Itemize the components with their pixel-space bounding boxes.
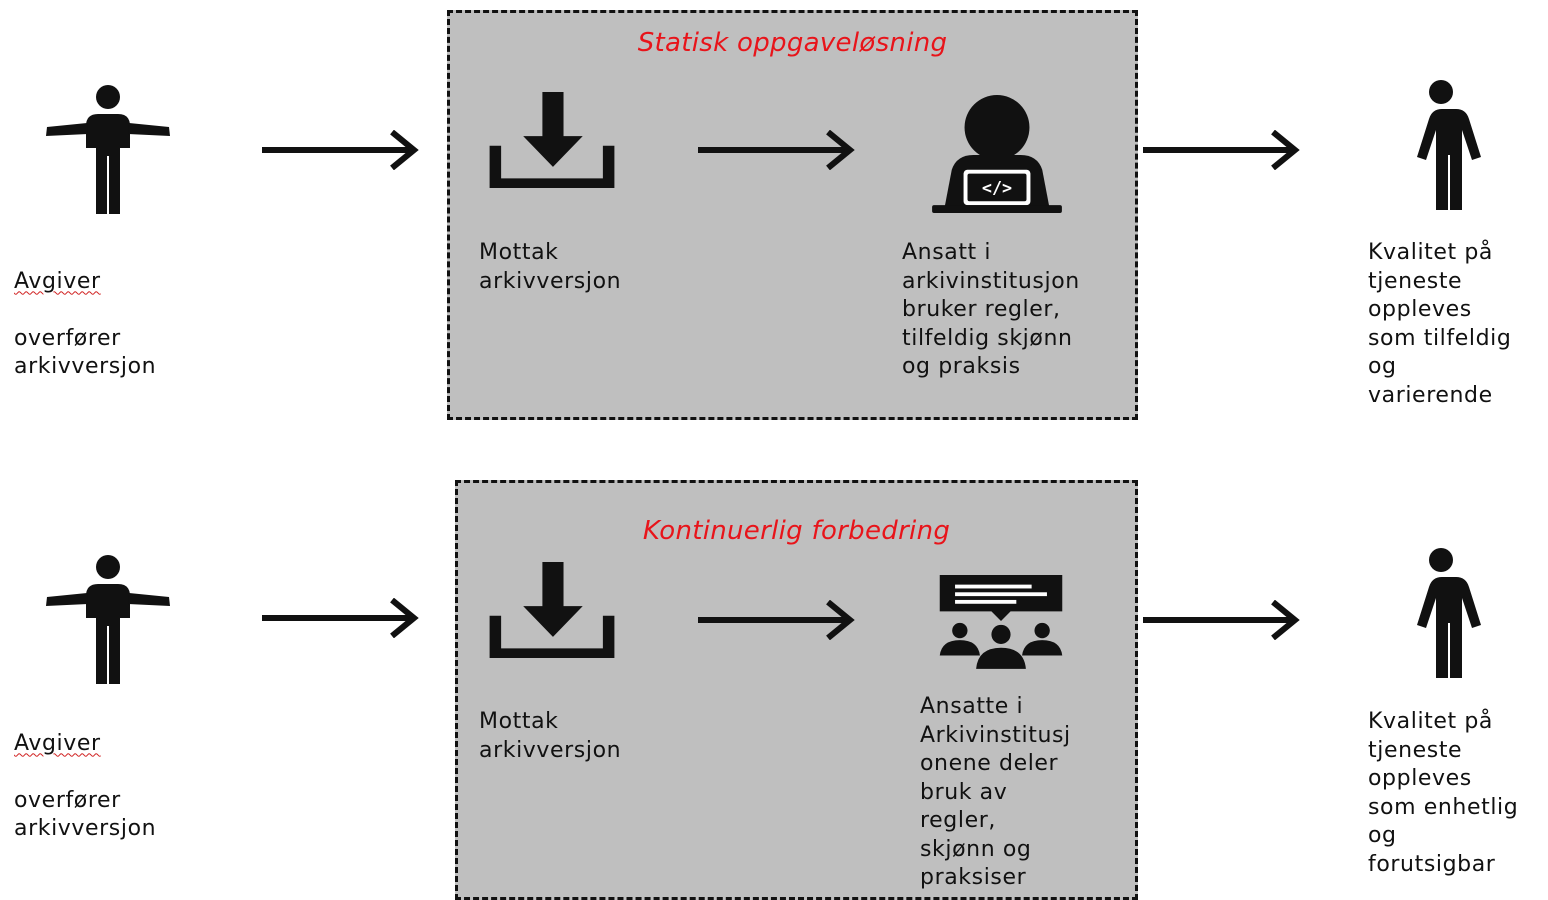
arrow-right-icon xyxy=(1143,130,1303,170)
arrow-right-icon xyxy=(1143,600,1303,640)
download-icon xyxy=(486,562,618,658)
download-icon xyxy=(486,92,618,188)
giver-first-word: Avgiver xyxy=(14,268,101,294)
giver-label: Avgiver overfører arkivversjon xyxy=(14,239,156,382)
staff-label: Ansatt i arkivinstitusjon bruker regler,… xyxy=(902,240,1080,379)
receive-label: Mottak arkivversjon xyxy=(479,709,622,763)
arrow-right-icon xyxy=(698,600,858,640)
panel-static-process: Statisk oppgaveløsning xyxy=(447,10,1138,420)
arrow-right-icon xyxy=(262,598,422,638)
developer-laptop-icon xyxy=(928,95,1066,213)
giver-label: Avgiver overfører arkivversjon xyxy=(14,701,156,844)
quality-label: Kvalitet på tjeneste oppleves som enhetl… xyxy=(1368,709,1519,877)
panel-title: Kontinuerlig forbedring xyxy=(642,516,951,546)
person-standing-icon xyxy=(1395,548,1495,678)
receive-label: Mottak arkivversjon xyxy=(479,240,622,294)
panel-title: Statisk oppgaveløsning xyxy=(637,28,948,58)
group-discussion-icon xyxy=(934,573,1068,669)
giver-first-word: Avgiver xyxy=(14,730,101,756)
person-standing-icon xyxy=(1395,80,1495,210)
quality-label: Kvalitet på tjeneste oppleves som tilfel… xyxy=(1368,240,1512,408)
arrow-right-icon xyxy=(698,130,858,170)
person-shrugging-icon xyxy=(40,555,180,685)
staff-label: Ansatte i Arkivinstitusj onene deler bru… xyxy=(920,694,1071,890)
giver-rest: overfører arkivversjon xyxy=(14,787,157,842)
giver-rest: overfører arkivversjon xyxy=(14,325,157,380)
person-shrugging-icon xyxy=(40,85,180,215)
arrow-right-icon xyxy=(262,130,422,170)
